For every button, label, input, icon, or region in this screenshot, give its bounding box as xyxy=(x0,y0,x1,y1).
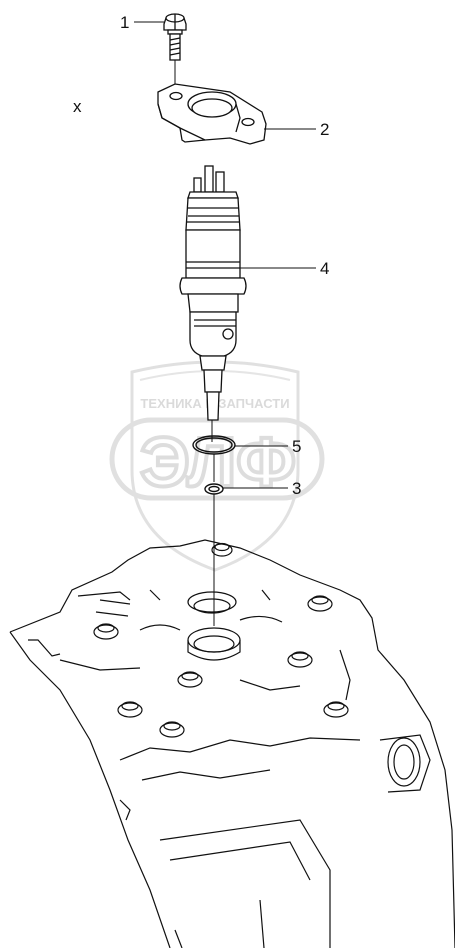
callout-4: 4 xyxy=(320,259,330,278)
part-clamp xyxy=(157,83,267,145)
view-marker: x xyxy=(73,97,82,116)
part-seal-washer xyxy=(204,483,224,626)
part-o-ring xyxy=(192,435,236,482)
callout-5: 5 xyxy=(292,437,302,456)
leader-lines xyxy=(134,21,316,489)
callout-2: 2 xyxy=(320,120,330,139)
part-injector xyxy=(179,165,247,442)
head-bolts xyxy=(93,542,349,738)
cylinder-head xyxy=(9,539,455,948)
callout-3: 3 xyxy=(292,479,302,498)
part-bolt xyxy=(163,13,187,88)
callout-1: 1 xyxy=(120,13,130,32)
